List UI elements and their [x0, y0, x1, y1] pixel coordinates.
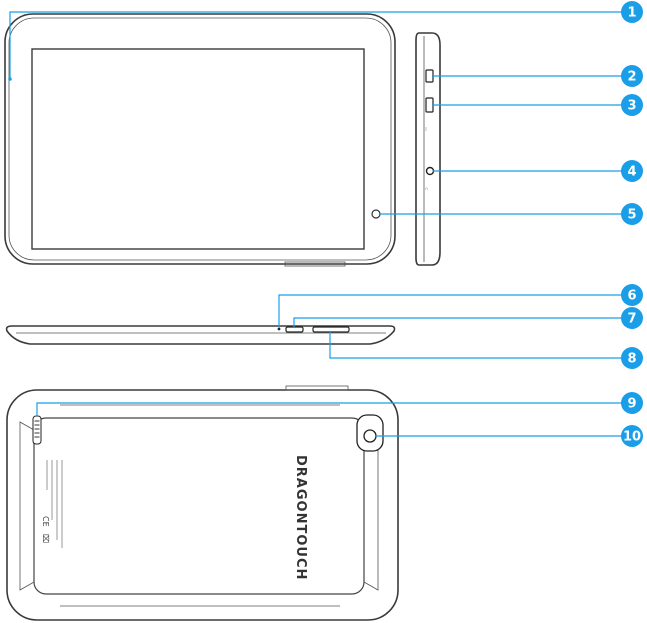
svg-text:2: 2: [627, 70, 636, 85]
volume-rocker: [313, 327, 349, 332]
svg-text:6: 6: [627, 289, 636, 304]
svg-text:9: 9: [627, 397, 636, 412]
side-body: [416, 33, 440, 265]
front-view: [5, 14, 395, 266]
micro-sd-slot: [426, 98, 433, 112]
weee-mark: ⌧: [41, 534, 50, 543]
callout-badge-2: 2: [621, 65, 643, 87]
headphone-jack: [427, 168, 434, 175]
callout-badge-8: 8: [621, 347, 643, 369]
svg-text:7: 7: [627, 312, 636, 327]
back-panel: [34, 418, 364, 594]
top-edge-view: [7, 326, 395, 344]
power-button: [286, 327, 303, 332]
display-screen: [32, 49, 364, 249]
callout-badge-10: 10: [621, 425, 643, 447]
callout-badge-3: 3: [621, 94, 643, 116]
svg-text:5: 5: [627, 208, 636, 223]
rear-camera-lens: [364, 430, 376, 442]
callout-badge-5: 5: [621, 203, 643, 225]
leader-line-6: [279, 295, 622, 328]
svg-text:3: 3: [627, 99, 636, 114]
brand-logo: DRAGONTOUCH: [293, 455, 308, 580]
front-camera-lens: [372, 210, 380, 218]
callout-badge-9: 9: [621, 392, 643, 414]
side-usb-marker: ▯: [425, 126, 427, 131]
callout-badge-7: 7: [621, 307, 643, 329]
callout-badge-1: 1: [621, 1, 643, 23]
micro-usb-port: [426, 70, 433, 82]
svg-text:1: 1: [627, 6, 636, 21]
callout-badge-4: 4: [621, 160, 643, 182]
callout-badge-6: 6: [621, 284, 643, 306]
speaker-grill: [33, 416, 41, 444]
svg-text:4: 4: [627, 165, 636, 180]
side-view: ▯ ∩: [416, 33, 440, 265]
ce-mark: CE: [41, 516, 50, 527]
svg-text:8: 8: [627, 352, 636, 367]
reset-hole: [278, 328, 281, 331]
back-view: CE ⌧ DRAGONTOUCH: [7, 386, 398, 620]
side-jack-marker: ∩: [425, 186, 428, 191]
callout-badges: 1 2 3 4 5 6 7 8: [621, 1, 643, 447]
svg-text:10: 10: [623, 430, 641, 445]
